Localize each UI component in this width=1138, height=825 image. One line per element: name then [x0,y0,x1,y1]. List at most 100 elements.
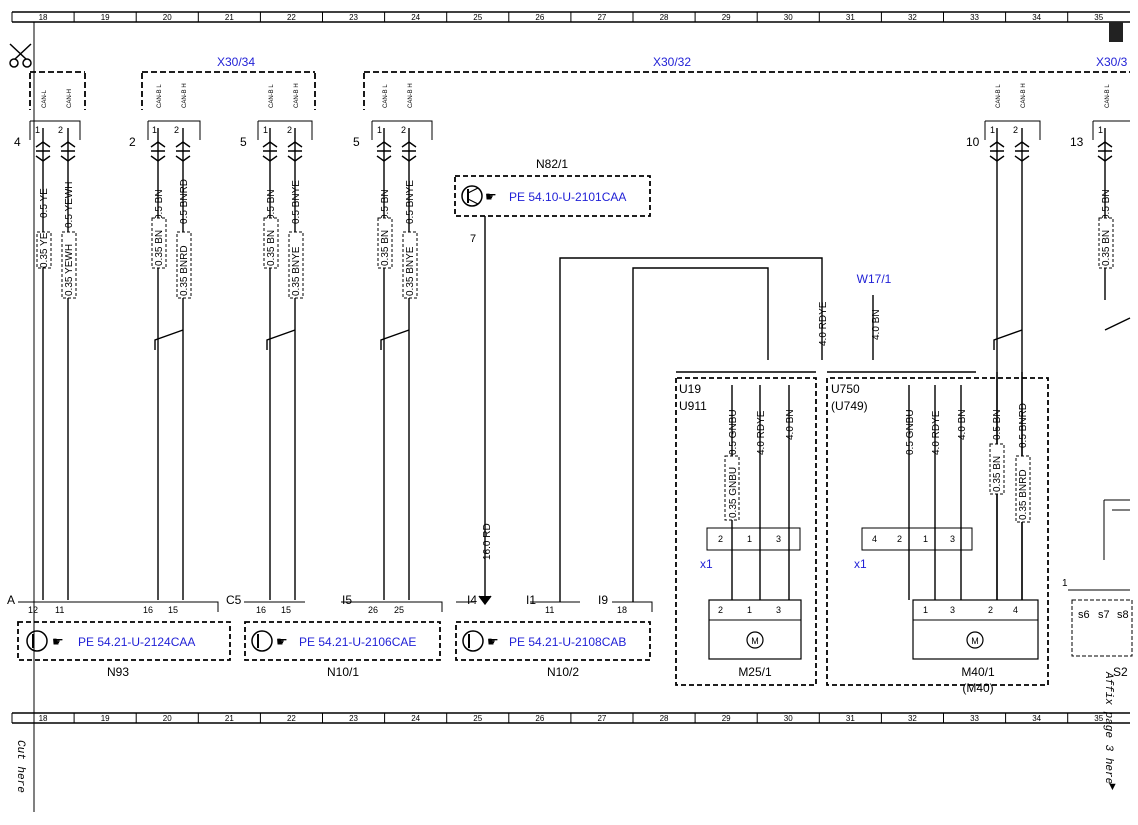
ruler-label: 31 [846,714,855,723]
ruler-label: 21 [225,714,234,723]
svg-text:0.35 YE: 0.35 YE [39,232,50,268]
w17-label: W17/1 [857,272,892,286]
pin-boxes [29,120,1130,140]
connector-x30-32-label: X30/32 [653,55,691,69]
ruler-label: 35 [1094,714,1103,723]
ruler-label: 28 [660,13,669,22]
svg-text:CAN-B L: CAN-B L [1105,84,1111,108]
n82-label: N82/1 [536,157,568,171]
svg-text:0.35 BN: 0.35 BN [266,230,277,266]
svg-text:15: 15 [168,605,178,615]
svg-text:CAN-B L: CAN-B L [157,84,163,108]
svg-text:2: 2 [174,125,179,135]
svg-text:0.5 GNBU: 0.5 GNBU [905,409,916,455]
m25-label: M25/1 [738,665,772,679]
svg-text:1: 1 [923,605,928,615]
svg-text:16: 16 [256,605,266,615]
m25-motor [708,599,802,660]
n82-reference-link[interactable]: PE 54.10-U-2101CAA [509,190,626,204]
n10-2-module [455,621,651,661]
wire-labels: 0.5 YE 0.5 YEWH 0.5 BN 0.5 BNRD 0.5 BN 0… [39,179,1112,228]
svg-text:0.5 BN: 0.5 BN [154,189,165,220]
ruler-label: 30 [784,13,793,22]
transistor-icon [461,185,483,207]
rdye-wire-label: 4.0 RDYE [818,301,829,346]
n10-1-reference-link[interactable]: PE 54.21-U-2106CAE [299,635,416,649]
svg-text:1: 1 [152,125,157,135]
motor-icon-2 [966,631,984,649]
svg-text:4.0 BN: 4.0 BN [957,409,968,440]
svg-text:0.35 GNBU: 0.35 GNBU [728,467,739,518]
ruler-label: 18 [39,13,48,22]
svg-text:0.35 BN: 0.35 BN [154,230,165,266]
svg-text:CAN-B H: CAN-B H [408,83,414,108]
svg-text:0.5 BN: 0.5 BN [1101,189,1112,220]
svg-text:0.35 BNRD: 0.35 BNRD [179,245,190,296]
pointing-hand-icon-n101: ☛ [276,634,288,649]
svg-text:2: 2 [988,605,993,615]
ruler-label: 25 [473,13,482,22]
svg-text:2: 2 [718,534,723,544]
page-marker-icon [1109,22,1123,42]
n10-2-reference-link[interactable]: PE 54.21-U-2108CAB [509,635,626,649]
svg-text:CAN-B L: CAN-B L [269,84,275,108]
svg-text:4.0 BN: 4.0 BN [785,409,796,440]
svg-text:2: 2 [1013,125,1018,135]
ruler-label: 30 [784,714,793,723]
n10-1-module [244,621,441,661]
ruler-label: 32 [908,714,917,723]
svg-text:0.5 BN: 0.5 BN [380,189,391,220]
connector-x30-34-label: X30/34 [217,55,255,69]
svg-text:0.35 BN: 0.35 BN [1101,230,1112,266]
svg-text:0.5 GNBU: 0.5 GNBU [728,409,739,455]
svg-text:0.5 BNRD: 0.5 BNRD [179,179,190,224]
ruler-label: 34 [1032,13,1041,22]
svg-text:0.35 BNRD: 0.35 BNRD [1018,469,1029,520]
x1-connector-u750 [861,527,973,551]
ruler-label: 35 [1094,13,1103,22]
svg-text:0.35 BNYE: 0.35 BNYE [291,246,302,296]
svg-text:3: 3 [950,605,955,615]
svg-text:11: 11 [55,605,64,615]
ruler-label: 23 [349,13,358,22]
n93-reference-link[interactable]: PE 54.21-U-2124CAA [78,635,195,649]
svg-text:25: 25 [394,605,404,615]
svg-text:4: 4 [14,135,21,149]
svg-text:11: 11 [545,605,554,615]
connector-outlines [29,71,1130,110]
svg-text:I5: I5 [342,593,352,607]
svg-text:CAN-B L: CAN-B L [383,84,389,108]
wires [35,128,1131,606]
ruler-label: 22 [287,13,296,22]
svg-text:1: 1 [747,534,752,544]
ruler-label: 33 [970,714,979,723]
svg-text:2: 2 [401,125,406,135]
ruler-label: 18 [39,714,48,723]
ruler-label: 24 [411,714,420,723]
m40-alt-label: (M40) [962,681,993,695]
n82-pin: 7 [470,233,476,245]
affix-label: Affix page 3 here [1102,671,1114,784]
ruler-label: 33 [970,13,979,22]
svg-text:5: 5 [240,135,247,149]
n10-2-label: N10/2 [547,665,579,679]
svg-text:1: 1 [1062,578,1068,589]
cut-here-label: Cut here [14,740,26,793]
svg-text:0.5 BN: 0.5 BN [992,409,1003,440]
u911-label: U911 [679,399,707,413]
svg-text:I9: I9 [598,593,608,607]
x1-label-a: x1 [700,557,713,571]
svg-text:3: 3 [776,534,781,544]
wire-labels-035: 0.35 YE 0.35 YEWH 0.35 BN 0.35 BNRD 0.35… [36,217,1114,299]
ruler-label: 26 [535,13,544,22]
ruler-label: 31 [846,13,855,22]
svg-text:15: 15 [281,605,291,615]
svg-text:4: 4 [1013,605,1018,615]
svg-text:0.35 YEWH: 0.35 YEWH [64,244,75,296]
svg-text:A: A [7,593,15,607]
svg-text:CAN-B L: CAN-B L [996,84,1002,108]
n93-module [17,621,231,661]
